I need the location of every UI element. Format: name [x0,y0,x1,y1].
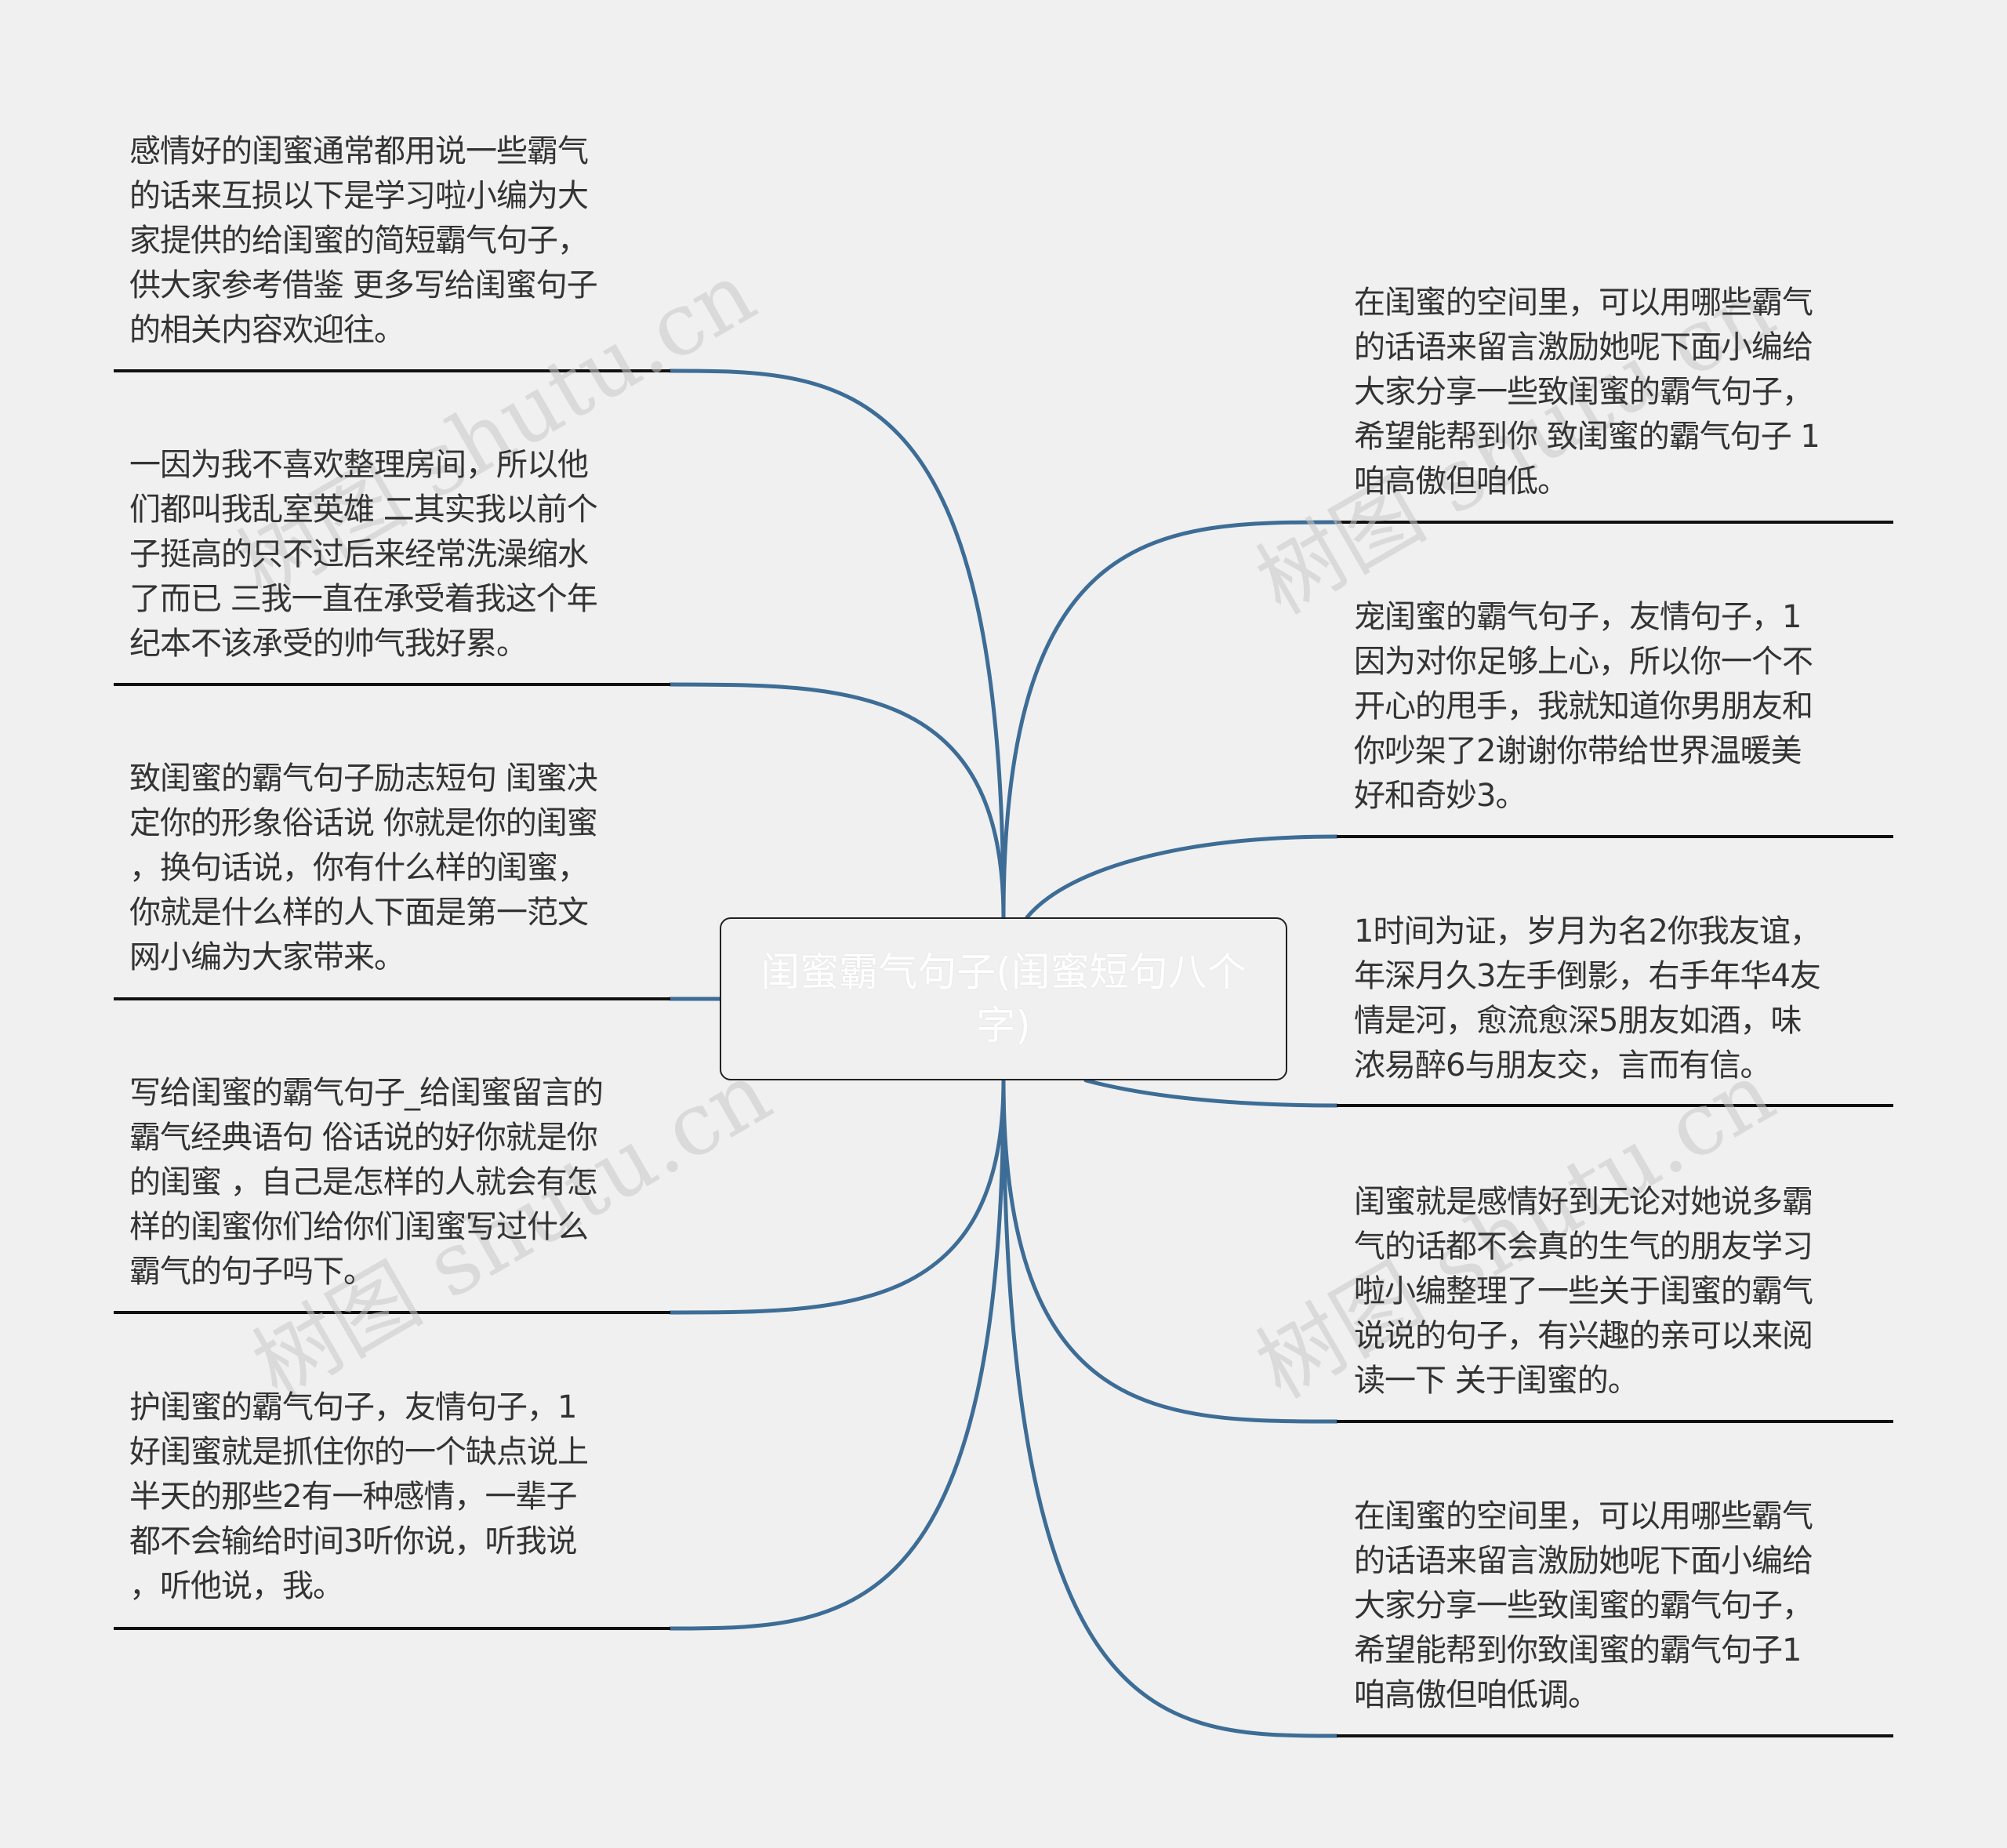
right-connector-line [1001,1078,1339,1738]
left-connector-line [668,1078,1006,1315]
left-connector-line [668,682,1006,920]
right-node-text: 在闺蜜的空间里，可以用哪些霸气 的话语来留言激励她呢下面小编给 大家分享一些致闺… [1354,1498,1813,1713]
right-connector-line [1001,1078,1339,1424]
right-connector-line [1001,520,1339,920]
left-node-text: 一因为我不喜欢整理房间，所以他 们都叫我乱室英雄 二其实我以前个 子挺高的只不过… [129,447,598,662]
left-node-text: 写给闺蜜的霸气句子_给闺蜜留言的 霸气经典语句 俗话说的好你就是你 的闺蜜 ，自… [129,1075,604,1290]
central-topic-title: 闺蜜霸气句子(闺蜜短句八个字) [760,949,1247,1048]
right-connector-line [1025,834,1339,920]
right-node-text: 1时间为证，岁月为名2你我友谊， 年深月久3左手倒影，右手年华4友 情是河，愈流… [1354,913,1821,1084]
left-connector-line [668,1078,1006,1631]
left-connector-line [668,369,1006,920]
right-node-text: 在闺蜜的空间里，可以用哪些霸气 的话语来留言激励她呢下面小编给 大家分享一些致闺… [1354,285,1820,499]
left-node-text: 护闺蜜的霸气句子，友情句子，1 好闺蜜就是抓住你的一个缺点说上 半天的那些2有一… [129,1389,589,1604]
right-node-text: 闺蜜就是感情好到无论对她说多霸 气的话都不会真的生气的朋友学习 啦小编整理了一些… [1354,1184,1813,1399]
right-connector-line [1083,1078,1339,1108]
central-topic[interactable]: 闺蜜霸气句子(闺蜜短句八个字) [720,917,1287,1080]
left-node-text: 感情好的闺蜜通常都用说一些霸气 的话来互损以下是学习啦小编为大 家提供的给闺蜜的… [129,133,598,348]
right-node-text: 宠闺蜜的霸气句子，友情句子，1 因为对你足够上心，所以你一个不 开心的甩手，我就… [1354,599,1813,814]
left-node-text: 致闺蜜的霸气句子励志短句 闺蜜决 定你的形象俗话说 你就是你的闺蜜 ，换句话说，… [129,761,598,975]
